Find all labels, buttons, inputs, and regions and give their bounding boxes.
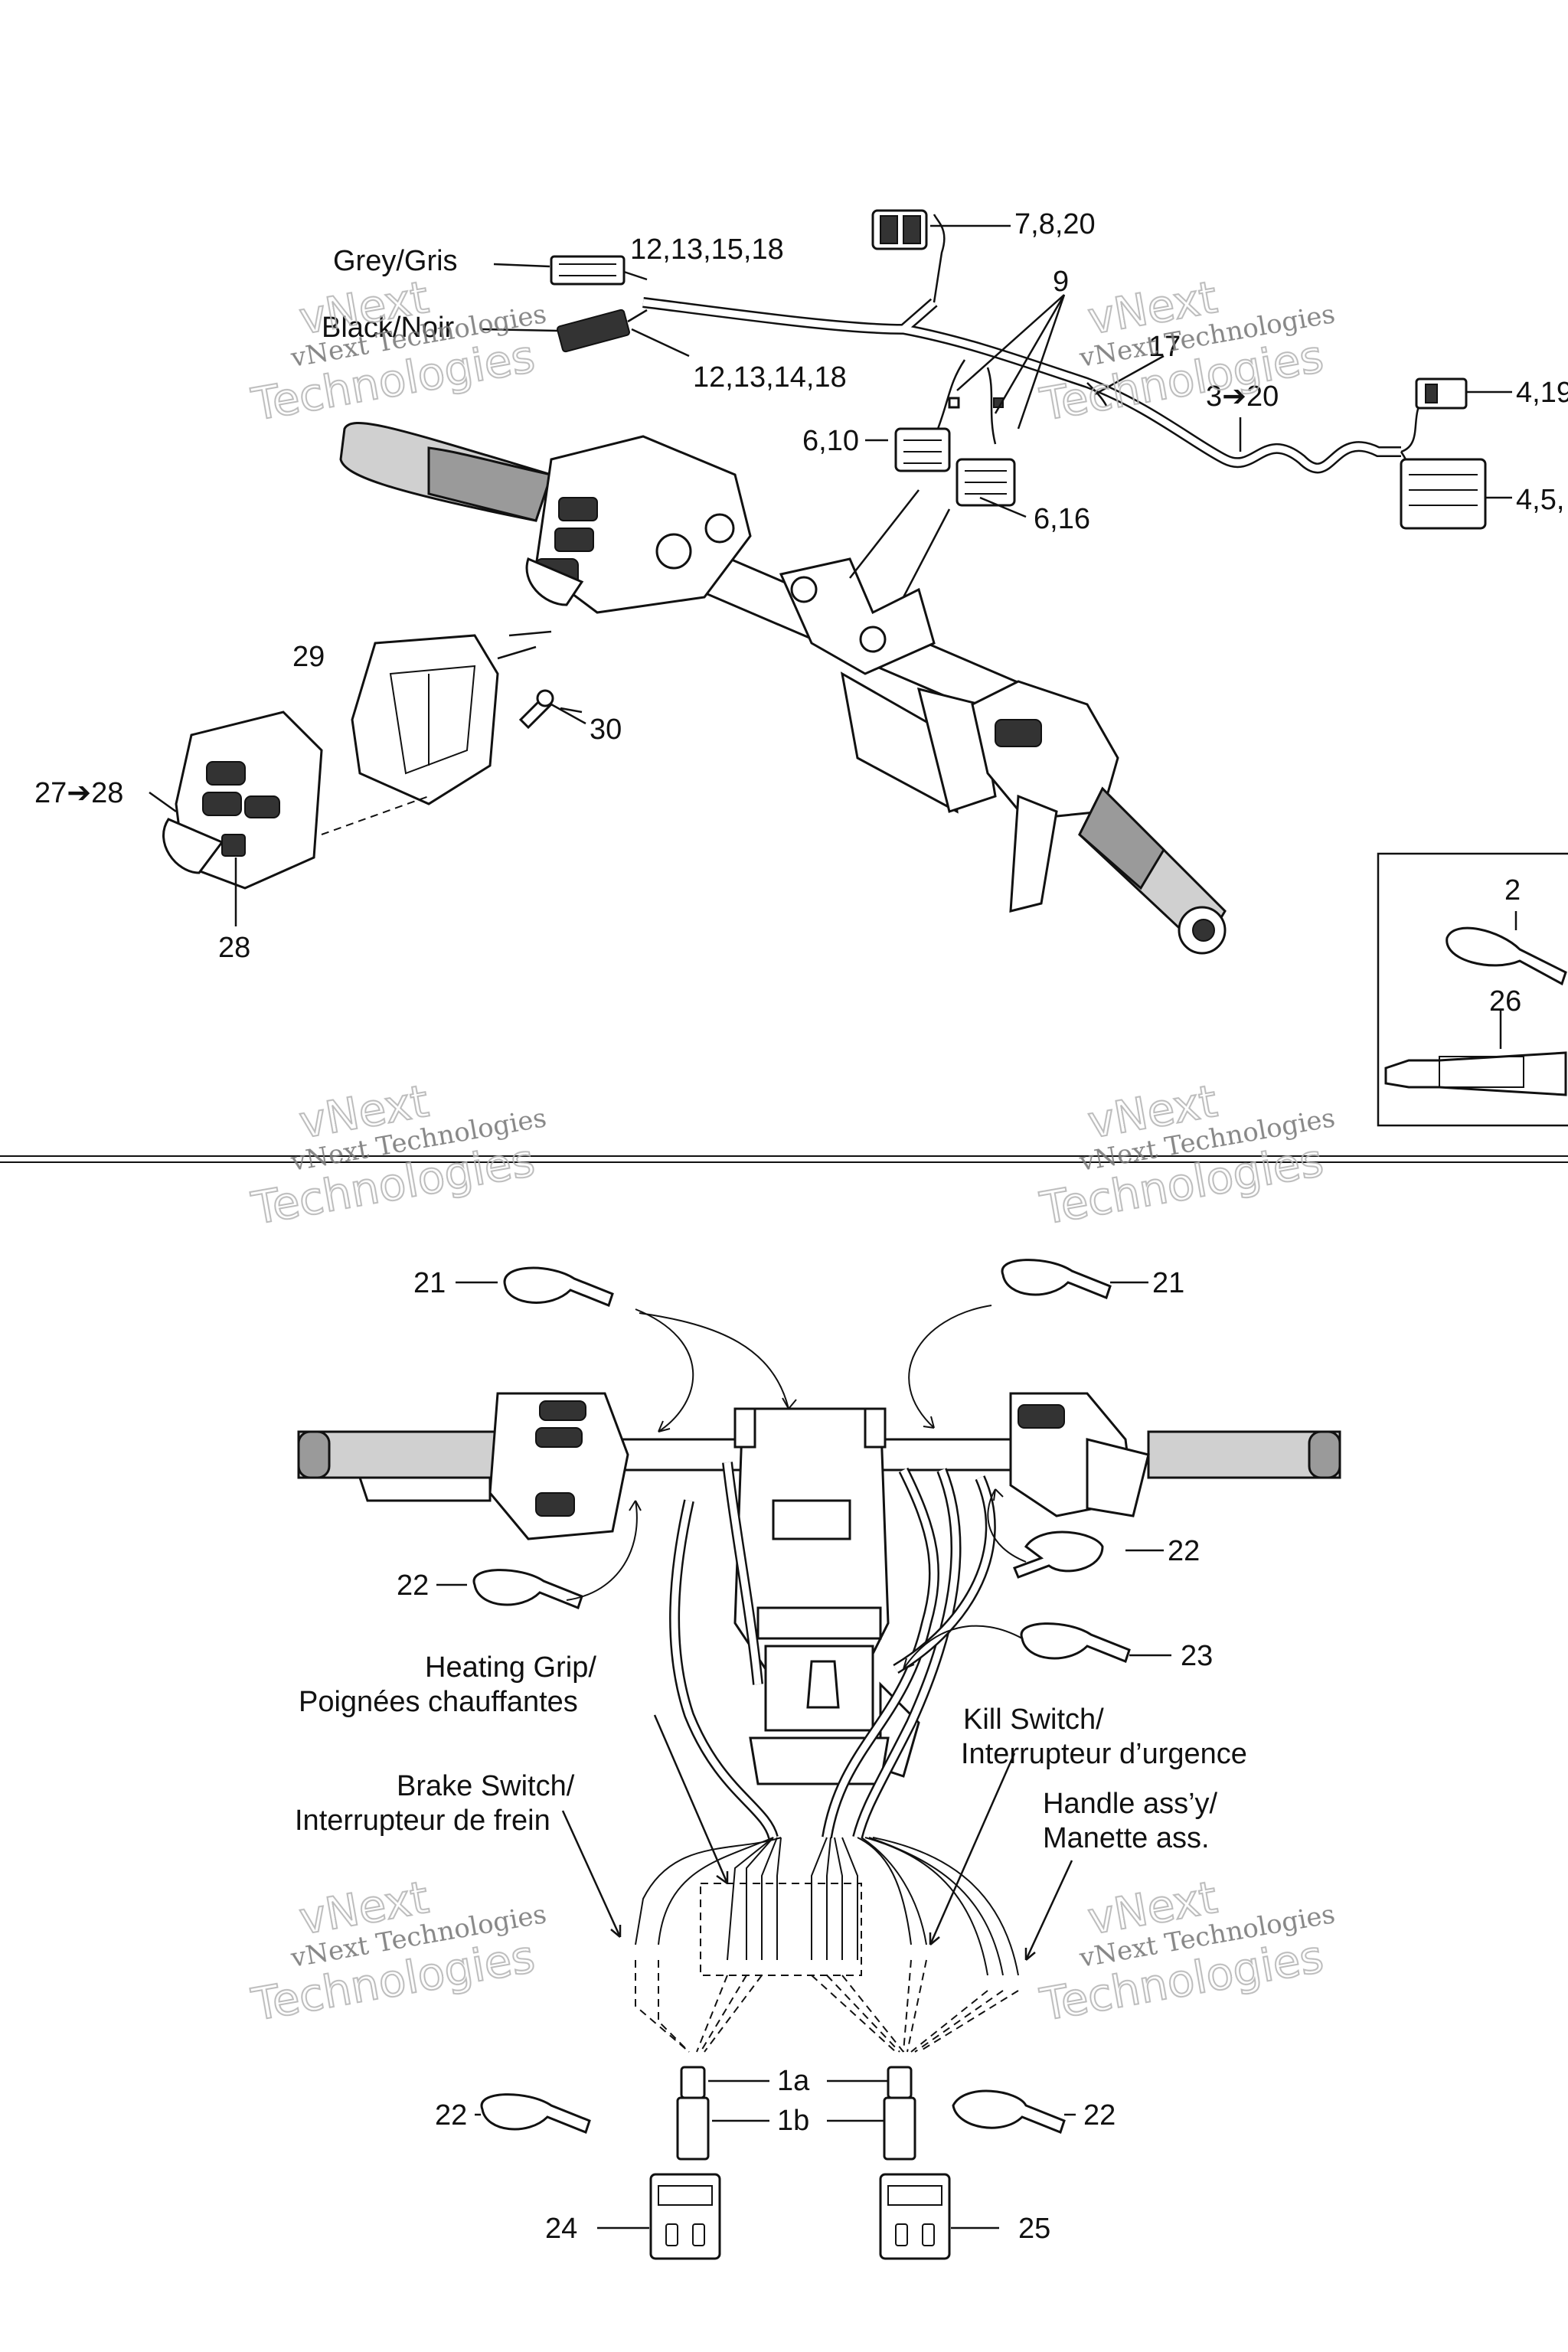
label-handle-assy-en: Handle ass’y/ (1043, 1788, 1218, 1820)
top-section: Grey/Gris Black/Noir 12,13,15,18 12,13,1… (34, 208, 1568, 1127)
cable-tie-22-left-upper (472, 1569, 583, 1609)
callout-12-13-14-18: 12,13,14,18 (693, 361, 847, 394)
block-25 (879, 2173, 951, 2260)
cable-tie-23 (1020, 1622, 1131, 1663)
curved-arrows (566, 1305, 1027, 1670)
cable-tie-21-right (1001, 1259, 1112, 1299)
bottom-labels: 21 21 22 22 23 Heating Grip/ Poignées ch… (295, 1267, 1247, 2245)
connector-6-10 (894, 397, 1004, 472)
callout-24: 24 (545, 2213, 577, 2245)
callout-28: 28 (218, 932, 250, 964)
handlebar-assembly-top (339, 422, 1227, 955)
cable-tie-22-right-lower (952, 2089, 1066, 2134)
label-kill-switch-fr: Interrupteur d’urgence (961, 1738, 1247, 1770)
cable-tie-21-left (503, 1266, 614, 1307)
callout-4-5: 4,5, (1516, 484, 1564, 516)
callout-21-right: 21 (1152, 1267, 1184, 1299)
callout-1b: 1b (777, 2105, 809, 2137)
callout-25: 25 (1018, 2213, 1050, 2245)
callout-22-left-upper: 22 (397, 1570, 429, 1602)
block-24 (649, 2173, 721, 2260)
callout-29: 29 (292, 641, 325, 673)
label-grey-gris: Grey/Gris (333, 245, 458, 277)
bottom-cables (635, 1462, 1019, 2053)
connector-4-5 (1400, 458, 1487, 530)
connector-6-16 (956, 458, 1016, 507)
callout-3-20: 3➔20 (1206, 381, 1279, 413)
label-brake-switch-en: Brake Switch/ (397, 1770, 575, 1802)
callout-6-16: 6,16 (1034, 503, 1090, 535)
callout-1a: 1a (777, 2065, 810, 2097)
connector-7-8-20 (871, 209, 928, 250)
callout-22-left-lower: 22 (435, 2099, 467, 2132)
callout-23: 23 (1181, 1640, 1213, 1672)
callout-22-right-lower: 22 (1083, 2099, 1116, 2132)
leaders-bottom (436, 1281, 1171, 2230)
section-divider (0, 1155, 1568, 1163)
connector-grey (550, 255, 648, 286)
callout-17: 17 (1148, 331, 1181, 363)
callout-4-19: 4,19 (1516, 377, 1568, 409)
watermark: vNext vNext Technologies Technologies (247, 1870, 549, 2032)
callout-27-28: 27➔28 (34, 777, 123, 809)
callout-12-13-15-18: 12,13,15,18 (630, 234, 784, 266)
cable-tie-22-left-lower (480, 2093, 591, 2134)
screw-30 (518, 689, 554, 730)
wiring-harness (642, 214, 1425, 491)
watermark: vNext vNext Technologies Technologies (247, 270, 549, 432)
watermark: vNext vNext Technologies Technologies (1036, 1074, 1338, 1236)
switch-housing-27-28 (162, 710, 323, 890)
splice-connector-left (676, 2066, 710, 2161)
label-black-noir: Black/Noir (322, 312, 454, 344)
callout-2: 2 (1504, 874, 1521, 906)
callout-26: 26 (1489, 985, 1521, 1018)
callout-22-right-upper: 22 (1168, 1535, 1200, 1567)
label-kill-switch-en: Kill Switch/ (963, 1704, 1104, 1736)
connector-4-19 (1415, 377, 1468, 410)
inset-box (1377, 852, 1568, 1127)
cable-tie-22-right-upper (1013, 1530, 1104, 1579)
callout-30: 30 (590, 714, 622, 746)
watermark: vNext vNext Technologies Technologies (1036, 1870, 1338, 2032)
splice-connector-right (883, 2066, 916, 2161)
callout-9: 9 (1053, 266, 1069, 298)
handlebar-front-view (297, 1392, 1341, 1785)
label-handle-assy-fr: Manette ass. (1043, 1822, 1210, 1854)
top-labels: Grey/Gris Black/Noir 12,13,15,18 12,13,1… (34, 208, 1568, 1018)
leaders-top (149, 224, 1512, 926)
bottom-section: 21 21 22 22 23 Heating Grip/ Poignées ch… (295, 1259, 1341, 2260)
watermarks: vNext vNext Technologies Technologies vN… (247, 270, 1338, 2032)
callout-7-8-20: 7,8,20 (1014, 208, 1096, 240)
label-heating-grip-en: Heating Grip/ (425, 1651, 596, 1684)
callout-21-left: 21 (413, 1267, 446, 1299)
label-brake-switch-fr: Interrupteur de frein (295, 1805, 550, 1837)
watermark: vNext vNext Technologies Technologies (247, 1074, 549, 1236)
cover-29 (351, 634, 499, 805)
connector-black (557, 309, 648, 353)
watermark: vNext vNext Technologies Technologies (1036, 270, 1338, 432)
label-heating-grip-fr: Poignées chauffantes (299, 1686, 578, 1718)
callout-6-10: 6,10 (802, 425, 859, 457)
